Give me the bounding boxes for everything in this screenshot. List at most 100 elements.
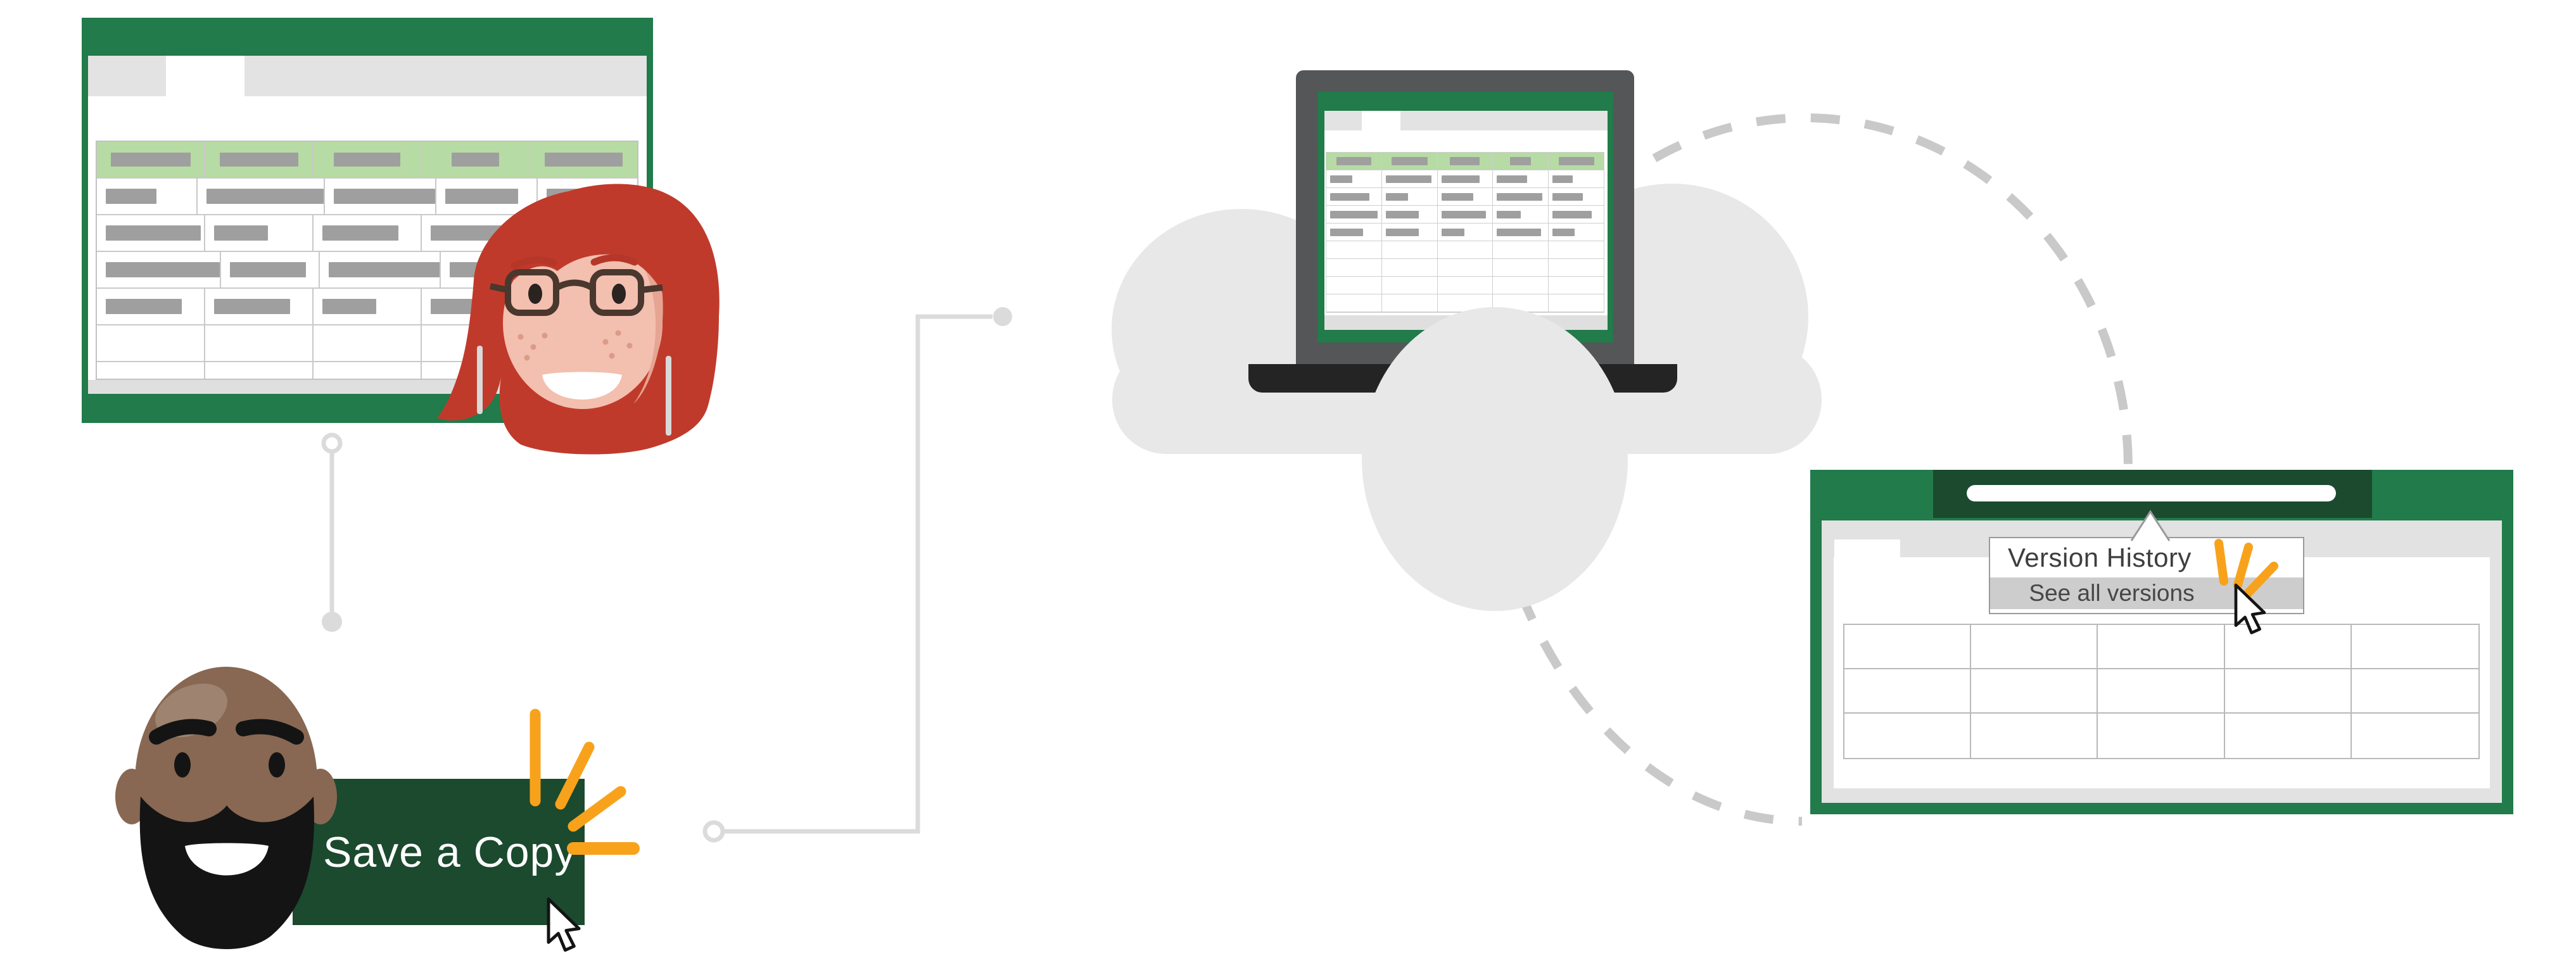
placeholder-bar	[214, 225, 268, 241]
table-cell	[1438, 277, 1494, 294]
table-cell	[1382, 170, 1438, 187]
table-cell	[314, 289, 422, 324]
table-cell	[538, 179, 637, 214]
table-cell	[422, 289, 530, 324]
table-cell	[221, 252, 320, 287]
placeholder-bar	[1450, 157, 1480, 165]
table-cell	[540, 252, 637, 287]
table-cell	[1549, 153, 1604, 170]
grid-cell	[1971, 714, 2098, 758]
placeholder-bar	[334, 153, 400, 167]
table-cell	[1326, 170, 1382, 187]
table-cell	[1493, 188, 1549, 205]
laptop-base	[1248, 364, 1677, 393]
placeholder-bar	[322, 225, 398, 241]
table-cell	[97, 325, 205, 361]
table-cell	[1382, 188, 1438, 205]
grid-cell	[2351, 625, 2478, 669]
placeholder-bar	[329, 262, 440, 277]
grid-cell	[1971, 669, 2098, 714]
table-cell	[325, 179, 437, 214]
grid-cell	[2098, 669, 2225, 714]
man-ear-left	[115, 769, 148, 824]
save-a-copy-label: Save a Copy	[323, 828, 577, 876]
placeholder-bar	[545, 153, 623, 167]
table-cell	[1326, 188, 1382, 205]
placeholder-bar	[1558, 157, 1594, 165]
placeholder-bar	[1497, 192, 1543, 201]
versions-grid	[1843, 624, 2480, 759]
table-cell	[205, 289, 314, 324]
table-cell	[1382, 224, 1438, 241]
grid-cell	[1844, 714, 1972, 758]
spreadsheet-window-versions: Version History See all versions	[1810, 470, 2513, 814]
placeholder-bar	[1552, 175, 1573, 183]
table-cell	[530, 215, 637, 251]
placeholder-bar	[1441, 210, 1486, 218]
table-cell	[1493, 224, 1549, 241]
grid-cell	[1971, 625, 2098, 669]
table-cell	[1382, 153, 1438, 170]
placeholder-bar	[1385, 228, 1419, 236]
sheet-area	[88, 56, 647, 394]
table-row	[97, 289, 637, 325]
placeholder-bar	[539, 225, 602, 241]
placeholder-bar	[1385, 210, 1419, 218]
table-cell	[1493, 259, 1549, 276]
table-cell	[441, 252, 540, 287]
versions-title-bar	[1933, 470, 2372, 518]
table-cell	[1549, 259, 1604, 276]
placeholder-bar	[546, 189, 607, 204]
table-cell	[436, 179, 538, 214]
placeholder-bar	[230, 262, 306, 277]
laptop-icon	[1248, 70, 1677, 393]
placeholder-bar	[334, 189, 436, 204]
table-cell	[1326, 277, 1382, 294]
connector-dot	[993, 307, 1012, 326]
table-cell	[205, 325, 314, 361]
table-header-row	[1326, 153, 1604, 170]
table-cell	[314, 325, 422, 361]
grid-cell	[2351, 669, 2478, 714]
table-cell	[1438, 224, 1494, 241]
placeholder-bar	[1441, 228, 1464, 236]
placeholder-bar	[1330, 210, 1378, 218]
dashed-arc-cloud-to-versions-top	[1652, 113, 2133, 469]
save-a-copy-button[interactable]: Save a Copy	[293, 779, 585, 925]
placeholder-bar	[539, 299, 590, 314]
see-all-versions-item[interactable]: See all versions	[1990, 577, 2303, 609]
tooltip-pointer	[2130, 510, 2171, 541]
woman-side-hair	[657, 272, 682, 398]
table-row	[1326, 170, 1604, 188]
grid-cell	[1844, 625, 1972, 669]
connector-ring	[702, 820, 725, 843]
placeholder-bar	[1552, 192, 1583, 201]
sheet-status-strip	[88, 380, 647, 394]
table-cell	[1493, 294, 1549, 312]
table-row	[1326, 294, 1604, 312]
table-row	[97, 325, 637, 362]
grid-cell	[1844, 669, 1972, 714]
table-cell	[1326, 241, 1382, 258]
table-cell	[530, 142, 637, 177]
placeholder-bar	[1336, 157, 1371, 165]
table-row	[1326, 206, 1604, 224]
version-history-menu: Version History See all versions	[1989, 510, 2304, 614]
placeholder-bar	[1552, 210, 1592, 218]
placeholder-bar	[452, 153, 499, 167]
placeholder-bar	[106, 299, 182, 314]
table-cell	[97, 362, 205, 379]
table-cell	[530, 325, 637, 361]
table-cell	[1326, 259, 1382, 276]
table-cell	[1549, 206, 1604, 223]
placeholder-bar	[1441, 175, 1480, 183]
table-cell	[320, 252, 441, 287]
grid-cell	[2224, 669, 2352, 714]
placeholder-bar	[106, 262, 220, 277]
table-row	[1326, 259, 1604, 277]
table-cell	[97, 215, 205, 251]
table-row	[1326, 277, 1604, 294]
man-head-highlight	[155, 683, 227, 738]
table-cell	[1382, 294, 1438, 312]
table-cell	[1438, 188, 1494, 205]
